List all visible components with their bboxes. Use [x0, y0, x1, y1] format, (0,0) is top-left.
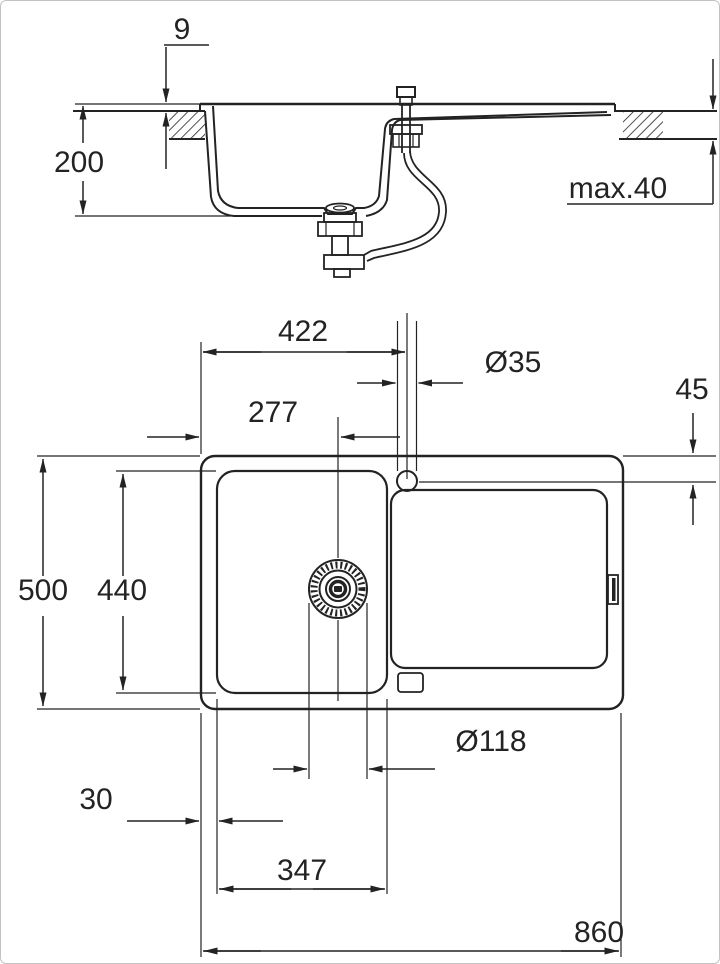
logo-plate — [397, 672, 424, 693]
dim-overall-depth: 500 — [18, 458, 68, 707]
overflow-slot — [607, 574, 619, 605]
sink-outline — [199, 454, 625, 711]
dim-bowl-width: 347 — [219, 854, 385, 893]
dim-rim-height: 9 — [75, 13, 209, 169]
dim-860-label: 860 — [574, 916, 624, 949]
sink-profile — [199, 102, 616, 217]
dim-drain-diameter: Ø118 — [273, 725, 527, 773]
plan-view: 422 Ø35 45 277 500 — [18, 313, 716, 957]
section-view: 9 200 max.40 — [54, 13, 717, 278]
dim-277-label: 277 — [248, 396, 298, 429]
dim-max40-label: max.40 — [569, 172, 667, 205]
dim-200-label: 200 — [54, 146, 104, 179]
dim-tap-from-left: 422 — [202, 315, 406, 356]
dim-tap-from-top: 45 — [675, 373, 709, 525]
dim-45-label: 45 — [675, 373, 708, 406]
dim-drain-from-left: 277 — [147, 396, 400, 441]
dim-347-label: 347 — [277, 854, 327, 887]
drain-assembly — [317, 202, 365, 278]
dim-dia35-label: Ø35 — [485, 346, 542, 379]
centerlines — [37, 313, 716, 957]
dim-overall-length: 860 — [203, 916, 624, 955]
dim-440-label: 440 — [97, 574, 147, 607]
dim-dia118-label: Ø118 — [455, 725, 526, 758]
flexible-hose — [363, 150, 447, 262]
dim-bowl-inner-depth: 440 — [97, 473, 147, 691]
dim-422-label: 422 — [278, 315, 328, 348]
dim-counter-thickness: max.40 — [567, 59, 717, 205]
drain-strainer — [308, 559, 368, 619]
faucet-shank — [389, 86, 423, 153]
dim-bowl-depth: 200 — [54, 105, 241, 217]
dim-edge-to-bowl: 30 — [79, 783, 283, 825]
dim-500-label: 500 — [18, 574, 68, 607]
countertop-cross-section — [73, 110, 717, 140]
dim-30-label: 30 — [79, 783, 112, 816]
dim-9-label: 9 — [174, 13, 191, 46]
dim-tap-hole-diameter: Ø35 — [357, 346, 542, 387]
